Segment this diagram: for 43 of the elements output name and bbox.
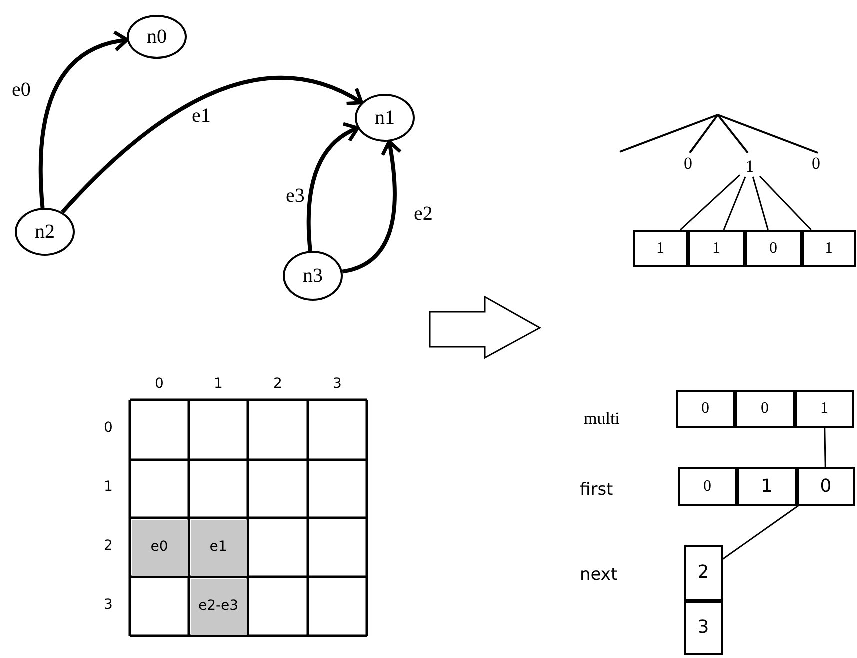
array-cell: 0 [678,467,737,506]
array-cell: 0 [676,390,735,428]
connector-line [824,428,826,468]
tree-value: 0 [812,155,820,172]
table-cell: e2-e3 [190,578,246,634]
column-header: 1 [213,377,224,391]
row-label: next [580,567,618,584]
arrow [61,76,364,214]
column-header: 0 [154,377,165,391]
table-cell: e0 [132,520,188,576]
array-cell: 1 [795,390,854,428]
node-ellipse: n3 [283,251,343,301]
column-header: 3 [332,377,343,391]
connector-line [752,176,769,230]
row-label: multi [584,410,620,427]
row-header: 3 [104,598,113,612]
arrow [342,140,402,274]
connector-line [723,176,746,230]
node-ellipse: n1 [355,94,415,142]
table-cell: e1 [190,520,246,576]
node-ellipse: n0 [127,15,187,59]
column-header: 2 [272,377,284,391]
array-cell: 0 [797,467,855,506]
array-cell: 1 [688,230,745,267]
array-cell: 0 [745,230,802,267]
row-header: 0 [104,421,113,435]
arrow [39,31,130,208]
connector-line [759,176,812,231]
array-cell: 1 [737,467,797,506]
row-label: first [580,482,614,499]
connector-line [722,505,799,560]
arrow [306,123,360,252]
array-cell: 3 [684,601,723,655]
array-cell: 2 [684,545,723,601]
node-ellipse: n2 [15,208,75,256]
array-cell: 1 [802,230,856,267]
tree-value: 1 [740,155,760,177]
tree-value: 0 [684,155,692,172]
array-cell: 0 [735,390,795,428]
array-cell: 1 [633,230,688,267]
row-header: 1 [104,480,113,494]
connector-line [680,174,740,231]
row-header: 2 [104,538,113,552]
